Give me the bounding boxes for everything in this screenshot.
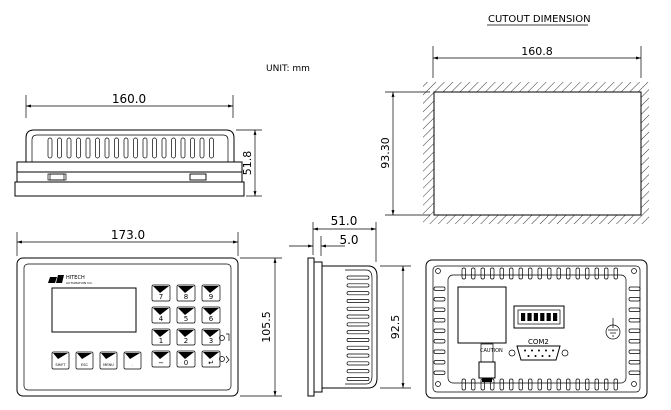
status-led-icon — [219, 335, 225, 341]
dip-switch[interactable] — [546, 313, 551, 321]
cutout-height-label: 93.30 — [379, 137, 392, 169]
keypad-key-label: 8 — [184, 293, 188, 301]
top-width-label: 160.0 — [112, 92, 146, 106]
dip-switch-block — [513, 305, 565, 329]
keypad-key-label: 9 — [209, 293, 213, 301]
com2-label: COM2 — [528, 338, 549, 346]
brand-logo: HITECH AUTOMATION CO. — [48, 275, 92, 285]
keypad-key[interactable]: 4 — [151, 306, 171, 324]
top-view: 160.0 51.8 — [14, 92, 262, 197]
run-arrow-icon — [225, 355, 230, 364]
top-height-label: 51.8 — [241, 151, 254, 176]
side-height-label: 92.5 — [389, 315, 402, 340]
keypad-key[interactable]: 7 — [151, 284, 171, 302]
front-width-label: 173.0 — [111, 228, 145, 242]
function-key[interactable]: . — [123, 351, 142, 370]
com2-port — [516, 345, 561, 361]
dip-switch[interactable] — [521, 313, 526, 321]
mount-hole-icon — [631, 381, 637, 387]
keypad-key-label: 6 — [209, 315, 214, 323]
com2-screw-right — [561, 349, 569, 357]
function-key-label: SHIFT — [55, 363, 66, 367]
keypad-key-label: 4 — [159, 315, 164, 323]
function-key-label: . — [132, 363, 133, 367]
function-key[interactable]: MENU — [99, 351, 118, 370]
brand-subtitle: AUTOMATION CO. — [66, 281, 92, 285]
lcd-screen — [51, 287, 137, 333]
function-key-label: ESC — [81, 363, 89, 367]
keypad-key[interactable]: 8 — [176, 284, 196, 302]
keypad-key-label: 1 — [159, 337, 163, 345]
rear-housing — [447, 274, 627, 384]
dip-switch[interactable] — [527, 313, 532, 321]
cutout-view: CUTOUT DIMENSION 160.8 93.30 — [379, 14, 649, 224]
unit-label: UNIT: mm — [266, 64, 310, 74]
top-body-outline — [25, 129, 235, 162]
keypad-key-label: 7 — [159, 293, 163, 301]
run-led-icon — [219, 356, 225, 362]
front-panel-inner — [23, 263, 232, 391]
ground-symbol-icon — [605, 318, 621, 340]
keypad-key[interactable]: 1 — [151, 328, 171, 346]
function-keys: SHIFT ESC MENU. — [51, 351, 142, 370]
top-clip-right — [189, 173, 207, 181]
caution-label: CAUTION — [480, 348, 503, 354]
status-icons — [219, 333, 230, 364]
mount-hole-icon — [435, 381, 441, 387]
power-terminal — [478, 361, 496, 379]
front-height-label: 105.5 — [260, 311, 273, 343]
keypad-key[interactable]: 5 — [176, 306, 196, 324]
rear-view: CAUTION COM2 — [425, 259, 648, 399]
keypad-key[interactable]: 0 — [176, 350, 196, 368]
side-vent-fins — [346, 275, 370, 381]
dip-switch[interactable] — [553, 313, 558, 321]
com2-screw-left — [508, 349, 516, 357]
power-module — [457, 286, 507, 344]
keypad-key-label: 0 — [184, 359, 188, 367]
rear-vent-fins — [433, 267, 641, 391]
cutout-width-label: 160.8 — [521, 45, 553, 58]
keypad-key[interactable]: 6 — [201, 306, 221, 324]
cutout-opening — [433, 91, 642, 216]
keypad-key[interactable]: 2 — [176, 328, 196, 346]
top-vent-fins — [47, 137, 214, 159]
keypad-key-label: 3 — [209, 337, 213, 345]
front-panel-outline — [16, 257, 239, 397]
keypad-key[interactable]: − — [151, 350, 171, 368]
front-view: 173.0 HITECH AUTOMATION CO. 7 8 9 4 5 6 1 2 3 − 0 ↵… — [16, 228, 282, 397]
status-arrow-icon — [226, 333, 230, 341]
function-key[interactable]: ESC — [75, 351, 94, 370]
keypad-key-label: 2 — [184, 337, 188, 345]
side-bezel-label: 5.0 — [339, 233, 358, 247]
keypad-key[interactable]: ↵ — [201, 350, 221, 368]
dip-switch[interactable] — [540, 313, 545, 321]
mount-hole-icon — [435, 268, 441, 274]
numeric-keypad: 7 8 9 4 5 6 1 2 3 − 0 ↵ — [151, 284, 221, 368]
top-clip-left — [49, 173, 67, 181]
dip-switches — [521, 313, 558, 321]
function-key-label: MENU — [103, 363, 114, 367]
keypad-key-label: ↵ — [208, 359, 214, 367]
rear-panel-outline — [425, 259, 648, 399]
mount-hole-icon — [631, 268, 637, 274]
keypad-key[interactable]: 9 — [201, 284, 221, 302]
side-body-outline — [322, 265, 378, 389]
brand-name: HITECH — [66, 275, 85, 281]
cutout-title: CUTOUT DIMENSION — [488, 14, 591, 25]
keypad-key-label: − — [158, 359, 164, 367]
side-view: 51.0 5.0 92.5 — [289, 214, 411, 397]
side-bezel — [307, 257, 315, 397]
side-depth-label: 51.0 — [331, 214, 358, 228]
keypad-key-label: 5 — [184, 315, 188, 323]
dip-switch[interactable] — [533, 313, 538, 321]
keypad-key[interactable]: 3 — [201, 328, 221, 346]
top-bezel — [16, 161, 243, 173]
function-key[interactable]: SHIFT — [51, 351, 70, 370]
